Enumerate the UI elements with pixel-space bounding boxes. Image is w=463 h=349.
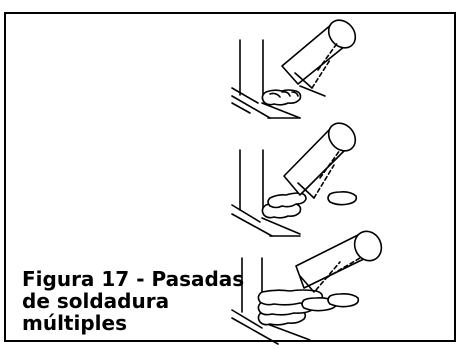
- caption-line-1: Figura 17 - Pasadas: [22, 267, 245, 291]
- weld-joint-multiple-pass-icon: [231, 230, 383, 345]
- weld-joint-second-pass-icon: [231, 122, 358, 237]
- weld-joint-root-pass-icon: [231, 19, 357, 119]
- caption-line-2: de soldadura: [22, 289, 170, 313]
- caption-line-3: múltiples: [22, 311, 127, 335]
- figure-frame: [4, 12, 456, 342]
- figure-caption: Figura 17 - Pasadas de soldadura múltipl…: [22, 268, 252, 334]
